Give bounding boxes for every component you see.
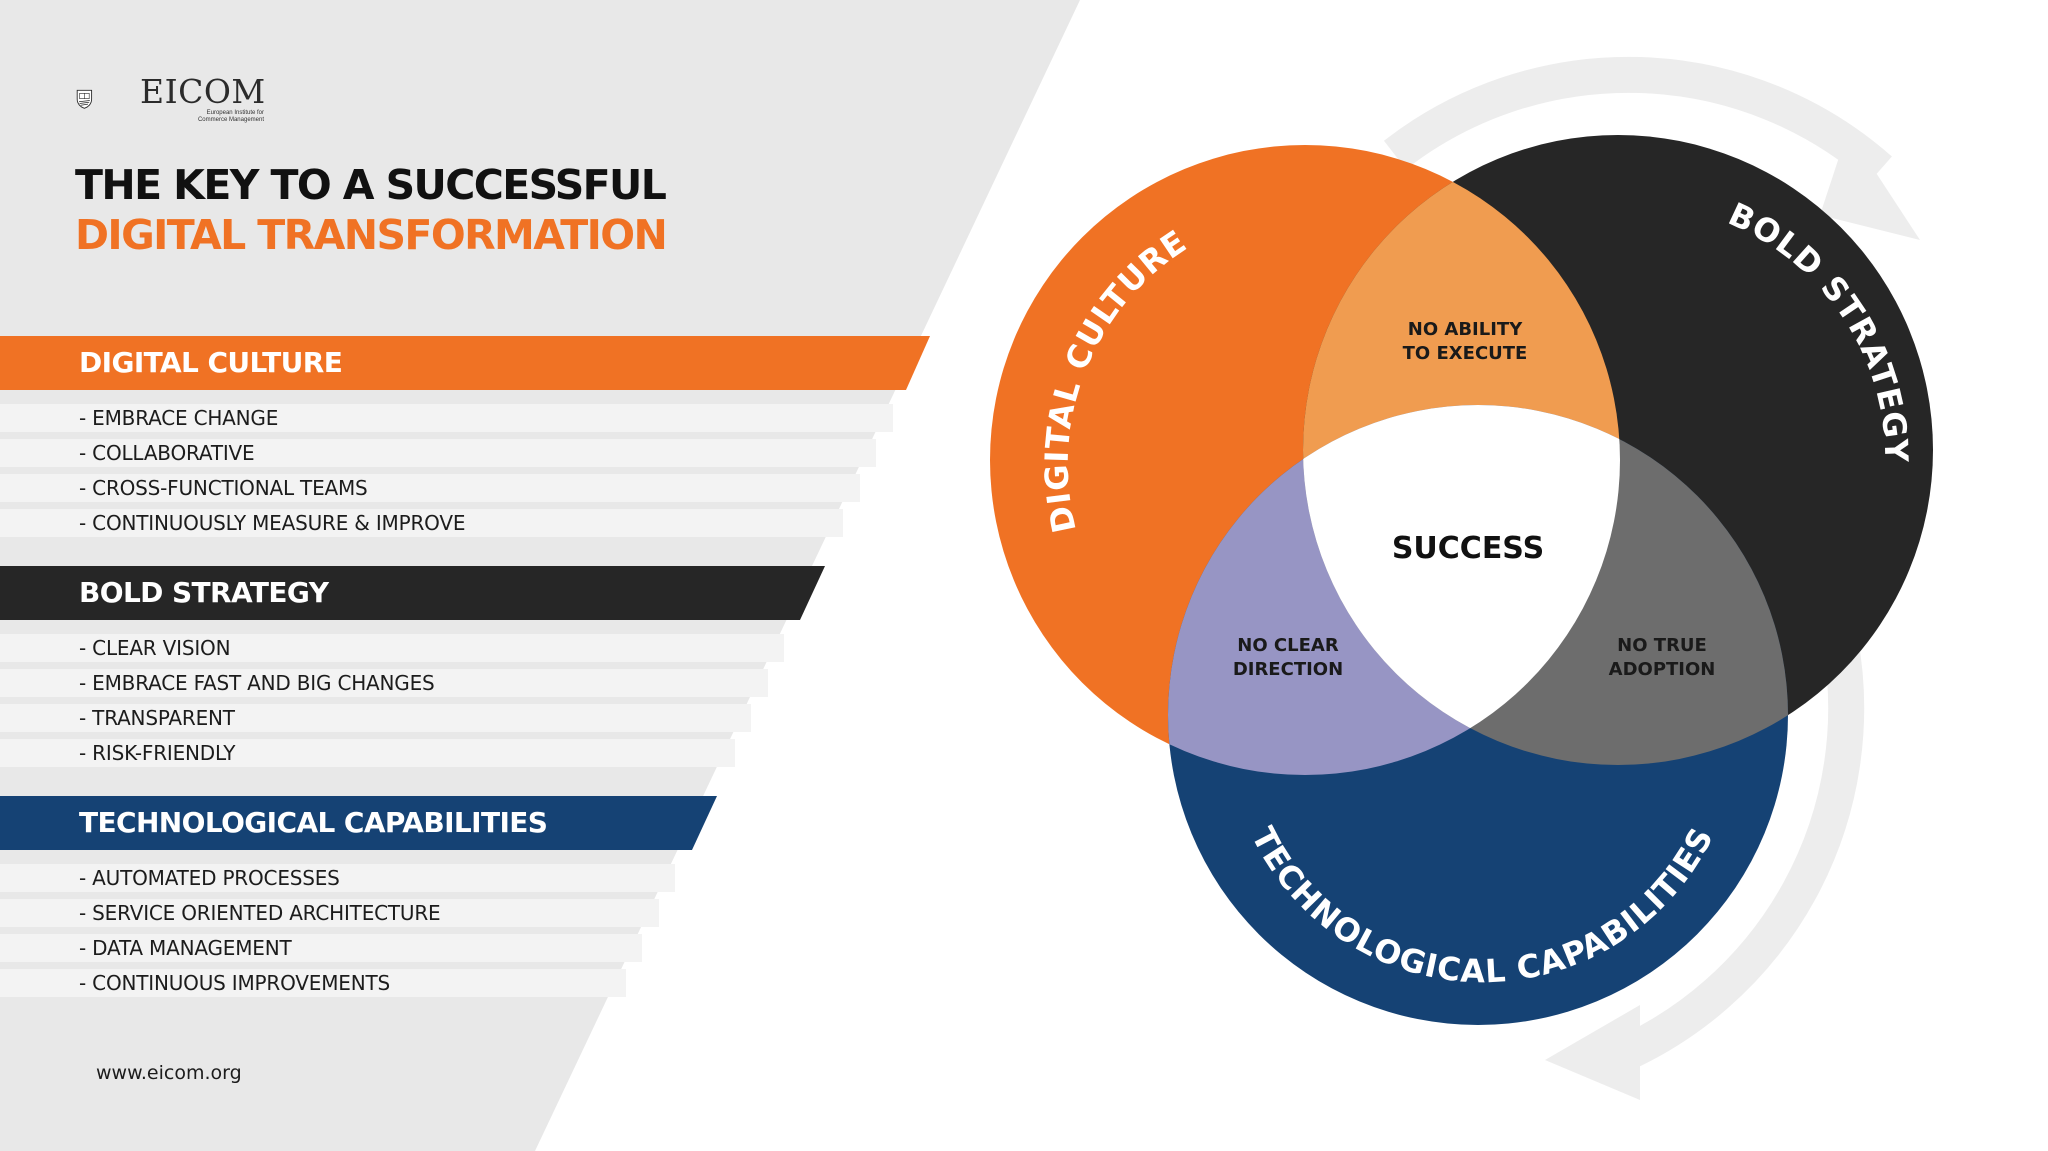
page-title-line1: THE KEY TO A SUCCESSFUL: [75, 161, 667, 209]
brand-name: EICOM: [140, 72, 266, 111]
overlap-label-culture-strategy-line2: TO EXECUTE: [1403, 343, 1528, 364]
list-item-stripe: [0, 704, 751, 732]
list-item-stripe: [0, 474, 860, 502]
list-item: - COLLABORATIVE: [79, 441, 255, 465]
page-title-line2: DIGITAL TRANSFORMATION: [75, 211, 668, 259]
list-item-stripe: [0, 439, 876, 467]
overlap-label-culture-tech-line2: DIRECTION: [1233, 659, 1343, 680]
list-item: - SERVICE ORIENTED ARCHITECTURE: [79, 901, 441, 925]
list-item-stripe: [0, 634, 784, 662]
list-item: - TRANSPARENT: [79, 706, 235, 730]
list-item-stripe: [0, 864, 675, 892]
list-item: - DATA MANAGEMENT: [79, 936, 292, 960]
list-item-stripe: [0, 669, 768, 697]
cycle-arrow-bottom-icon: [1545, 636, 1865, 1100]
section-band-technological-capabilities: [0, 796, 717, 850]
list-item-stripe: [0, 899, 659, 927]
page-title: THE KEY TO A SUCCESSFUL DIGITAL TRANSFOR…: [75, 160, 668, 260]
section-band-bold-strategy: [0, 566, 825, 620]
list-item: - AUTOMATED PROCESSES: [79, 866, 340, 890]
list-item: - CLEAR VISION: [79, 636, 231, 660]
list-item: - CROSS-FUNCTIONAL TEAMS: [79, 476, 368, 500]
list-item: - CONTINUOUSLY MEASURE & IMPROVE: [79, 511, 466, 535]
eicom-logo-crest-icon: [76, 89, 93, 109]
list-item-stripe: [0, 739, 735, 767]
section-band-digital-culture: [0, 336, 930, 390]
overlap-label-strategy-tech-line2: ADOPTION: [1609, 659, 1716, 680]
website-url: www.eicom.org: [96, 1062, 242, 1084]
section-heading-digital-culture: DIGITAL CULTURE: [79, 346, 343, 379]
list-item: - EMBRACE FAST AND BIG CHANGES: [79, 671, 435, 695]
list-item-stripe: [0, 509, 843, 537]
venn-center-success: [1303, 405, 1620, 765]
section-heading-bold-strategy: BOLD STRATEGY: [79, 576, 329, 609]
brand-subtitle: European Institute for Commerce Manageme…: [197, 110, 264, 123]
overlap-label-strategy-tech-line1: NO TRUE: [1617, 635, 1707, 656]
list-item-stripe: [0, 969, 626, 997]
cycle-arrow-top-icon: [1383, 56, 1920, 240]
overlap-label-culture-strategy-line1: NO ABILITY: [1408, 319, 1523, 340]
list-item: - RISK-FRIENDLY: [79, 741, 236, 765]
list-item-stripe: [0, 934, 642, 962]
list-item-stripe: [0, 404, 893, 432]
section-heading-technological-capabilities: TECHNOLOGICAL CAPABILITIES: [79, 806, 548, 839]
list-item: - EMBRACE CHANGE: [79, 406, 279, 430]
venn-center-label: SUCCESS: [1392, 531, 1544, 566]
overlap-label-culture-tech-line1: NO CLEAR: [1237, 635, 1339, 656]
list-item: - CONTINUOUS IMPROVEMENTS: [79, 971, 390, 995]
